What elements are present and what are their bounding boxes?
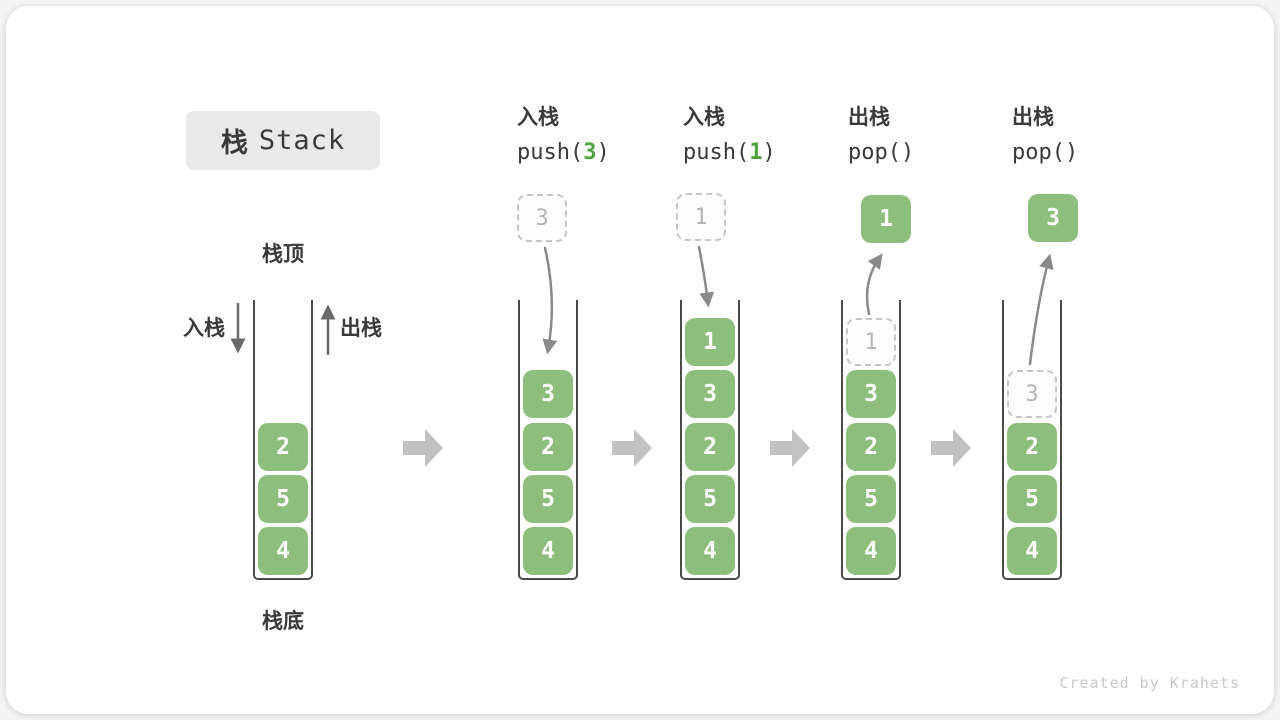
stack-cell: 4 <box>1007 527 1057 575</box>
code-post: ) <box>596 140 610 166</box>
incoming-value-box: 1 <box>676 193 726 241</box>
stack-cell: 2 <box>846 423 896 471</box>
step-code: pop() <box>1012 140 1078 165</box>
stack-top-label: 栈顶 <box>262 243 304 266</box>
step-code: push(1) <box>683 140 776 165</box>
code-arg: 1 <box>749 140 763 166</box>
stack-cell: 3 <box>846 370 896 418</box>
stack-bottom-label: 栈底 <box>262 610 304 633</box>
stack-cell: 5 <box>258 475 308 523</box>
popped-value-box: 1 <box>861 195 911 243</box>
step-header-pop1: 出栈 pop() <box>848 106 914 165</box>
code-post: ) <box>1064 140 1079 166</box>
stack-cell: 3 <box>523 370 573 418</box>
stack-cell: 4 <box>258 527 308 575</box>
stack-cell: 4 <box>846 527 896 575</box>
incoming-value-box: 3 <box>517 194 567 242</box>
step-header-push3: 入栈 push(3) <box>517 106 610 165</box>
stack-cell: 5 <box>846 475 896 523</box>
popped-value-box: 3 <box>1028 194 1078 242</box>
stack-cell: 2 <box>258 423 308 471</box>
stack-cell: 5 <box>1007 475 1057 523</box>
pop-label: 出栈 <box>340 317 382 340</box>
step-code: push(3) <box>517 140 610 165</box>
stack-cell: 4 <box>685 527 735 575</box>
title-badge: 栈 Stack <box>186 111 380 170</box>
stack-cell: 5 <box>523 475 573 523</box>
stack-cell: 4 <box>523 527 573 575</box>
code-pre: push( <box>517 140 584 166</box>
step-label: 出栈 <box>848 106 890 129</box>
step-header-pop3: 出栈 pop() <box>1012 106 1078 165</box>
code-arg: 3 <box>583 140 597 166</box>
code-post: ) <box>762 140 776 166</box>
stack-cell: 2 <box>523 423 573 471</box>
code-pre: pop( <box>848 140 901 166</box>
step-label: 出栈 <box>1012 106 1054 129</box>
watermark: Created by Krahets <box>1059 674 1240 692</box>
step-header-push1: 入栈 push(1) <box>683 106 776 165</box>
push-label: 入栈 <box>183 317 225 340</box>
stack-cell: 5 <box>685 475 735 523</box>
ghost-cell: 1 <box>846 318 896 366</box>
title-en: Stack <box>258 125 346 156</box>
ghost-cell: 3 <box>1007 370 1057 418</box>
code-pre: push( <box>683 140 750 166</box>
title-zh: 栈 <box>220 128 248 158</box>
stack-cell: 2 <box>1007 423 1057 471</box>
stack-cell: 1 <box>685 318 735 366</box>
code-pre: pop( <box>1012 140 1065 166</box>
stack-cell: 3 <box>685 370 735 418</box>
step-label: 入栈 <box>517 106 559 129</box>
stack-cell: 2 <box>685 423 735 471</box>
step-code: pop() <box>848 140 914 165</box>
step-label: 入栈 <box>683 106 725 129</box>
code-post: ) <box>900 140 915 166</box>
